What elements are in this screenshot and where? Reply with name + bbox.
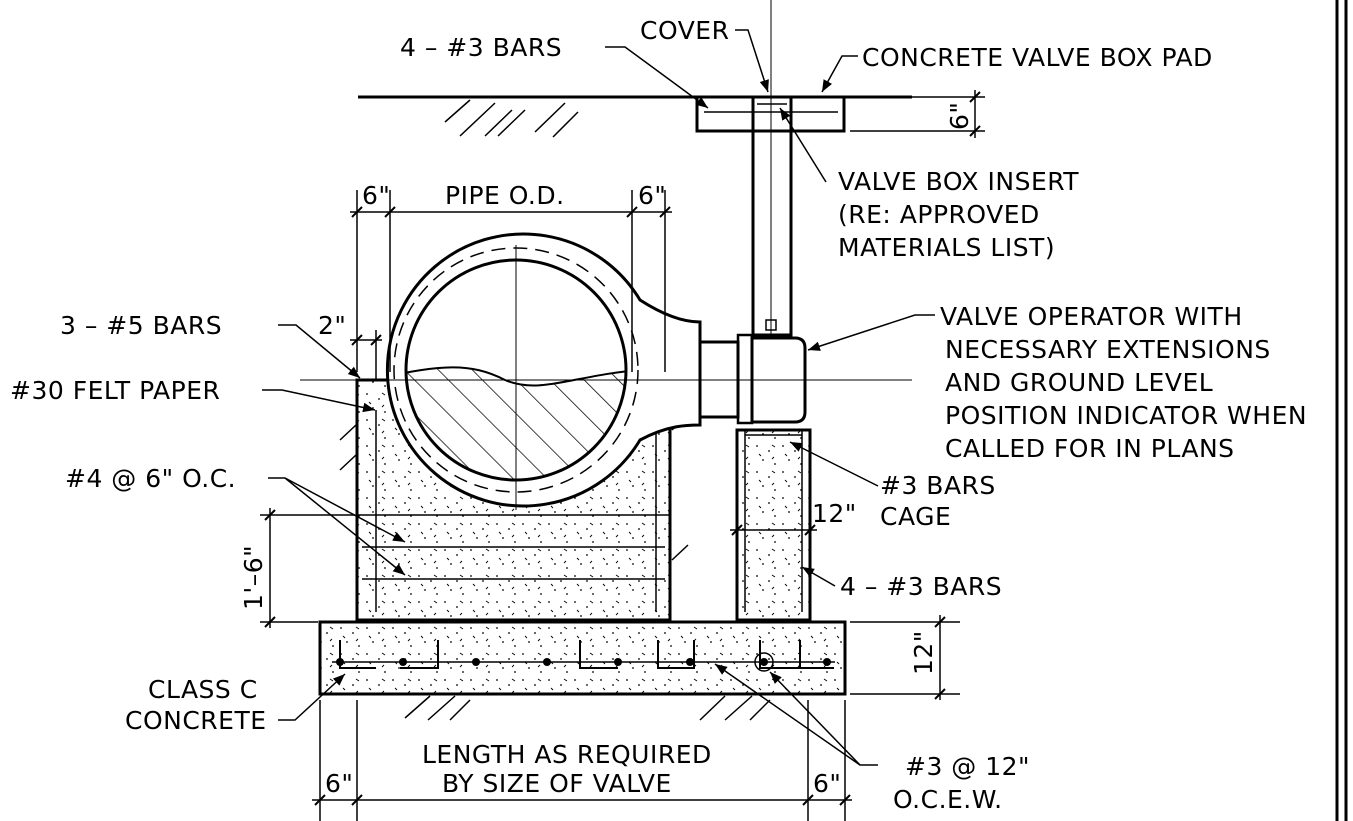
label-3-5-bars: 3 – #5 BARS <box>60 311 222 340</box>
valve-operator-leader <box>807 314 935 351</box>
label-cage-2: CAGE <box>880 502 951 531</box>
label-class-c-2: CONCRETE <box>125 706 267 735</box>
felt-paper-leader <box>262 389 376 413</box>
label-length-2: BY SIZE OF VALVE <box>442 769 672 798</box>
label-4-3-bars-top: 4 – #3 BARS <box>400 33 562 62</box>
label-valve-box-insert-3: MATERIALS LIST) <box>838 233 1055 262</box>
bars-3-5-leader <box>278 324 361 379</box>
label-dim-6-right: 6" <box>638 181 666 210</box>
label-rebar-12-1: #3 @ 12" <box>905 752 1030 781</box>
cover-leader <box>735 29 769 93</box>
label-operator-1: VALVE OPERATOR WITH <box>940 302 1243 331</box>
bars-cage-leader <box>789 441 879 487</box>
label-valve-box-insert-2: (RE: APPROVED <box>838 200 1040 229</box>
label-operator-2: NECESSARY EXTENSIONS <box>945 335 1271 364</box>
operator-support-column <box>735 428 812 622</box>
label-operator-3: AND GROUND LEVEL <box>945 368 1213 397</box>
label-valve-box-insert-1: VALVE BOX INSERT <box>838 167 1079 196</box>
label-cage-1: #3 BARS <box>880 471 996 500</box>
label-concrete-valve-box-pad: CONCRETE VALVE BOX PAD <box>862 43 1213 72</box>
bars-4-3-top-leader <box>605 46 709 109</box>
class-c-leader <box>278 673 346 721</box>
label-dim-2: 2" <box>318 311 346 340</box>
valve-operator <box>698 333 807 425</box>
label-class-c-1: CLASS C <box>148 675 258 704</box>
label-dim-6-pad: 6" <box>945 102 974 130</box>
label-length-1: LENGTH AS REQUIRED <box>422 740 712 769</box>
label-rebar-12-2: O.C.E.W. <box>893 785 1003 814</box>
earth-hatch-top <box>444 99 579 138</box>
label-dim-6-bottom-left: 6" <box>325 769 353 798</box>
label-dim-6-left: 6" <box>362 181 390 210</box>
bars-4-6oc-leader-2 <box>284 477 406 576</box>
base-footing <box>318 620 847 696</box>
label-pipe-od: PIPE O.D. <box>445 181 565 210</box>
label-dim-1-6: 1'–6" <box>239 545 268 610</box>
bars-4-3-side-leader <box>801 566 836 587</box>
label-dim-6-bottom-right: 6" <box>813 769 841 798</box>
label-4-3-bars-side: 4 – #3 BARS <box>840 572 1002 601</box>
earth-hatch-bottom <box>339 414 771 721</box>
label-operator-4: POSITION INDICATOR WHEN <box>945 401 1307 430</box>
gate-valve-body <box>300 232 912 510</box>
label-operator-5: CALLED FOR IN PLANS <box>945 434 1235 463</box>
label-felt-paper: #30 FELT PAPER <box>10 376 220 405</box>
valve-box-riser <box>751 0 793 338</box>
label-4-6oc-bars: #4 @ 6" O.C. <box>65 464 236 493</box>
label-dim-12-cage: 12" <box>812 499 857 528</box>
valve-box-insert-leader <box>779 107 827 183</box>
label-dim-12-base: 12" <box>909 630 938 675</box>
concrete-pad-leader <box>821 55 858 93</box>
label-cover: COVER <box>640 16 729 45</box>
